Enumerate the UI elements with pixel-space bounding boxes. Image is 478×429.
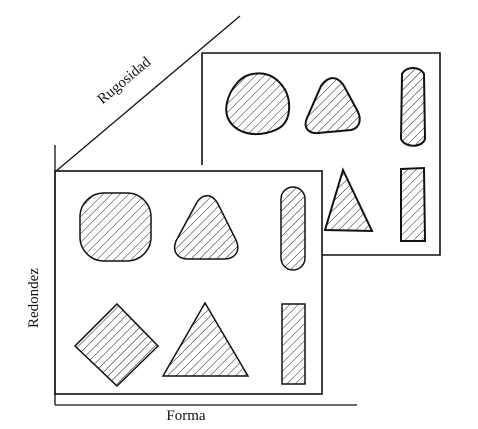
front-rounded-triangle-shape	[173, 195, 239, 260]
rugosidad-axis-label: Rugosidad	[95, 54, 155, 108]
front-rectangle-shape	[281, 303, 306, 385]
back-rounded-triangle-shape	[304, 77, 361, 135]
front-capsule-shape	[280, 186, 306, 271]
back-capsule-shape	[399, 67, 427, 147]
back-rectangle-shape	[400, 166, 427, 242]
front-diamond-shape	[73, 302, 160, 388]
back-panel	[201, 52, 441, 256]
back-panel-frame	[201, 52, 441, 256]
front-triangle-shape	[161, 301, 250, 377]
front-rounded-square-shape	[79, 192, 152, 262]
back-rounded-square-shape	[225, 72, 291, 136]
redondez-axis-label: Redondez	[26, 268, 42, 328]
rugosidad-axis-line	[54, 15, 241, 173]
back-triangle-shape	[323, 167, 374, 233]
forma-axis-label: Forma	[166, 408, 206, 424]
front-panel	[54, 170, 323, 395]
